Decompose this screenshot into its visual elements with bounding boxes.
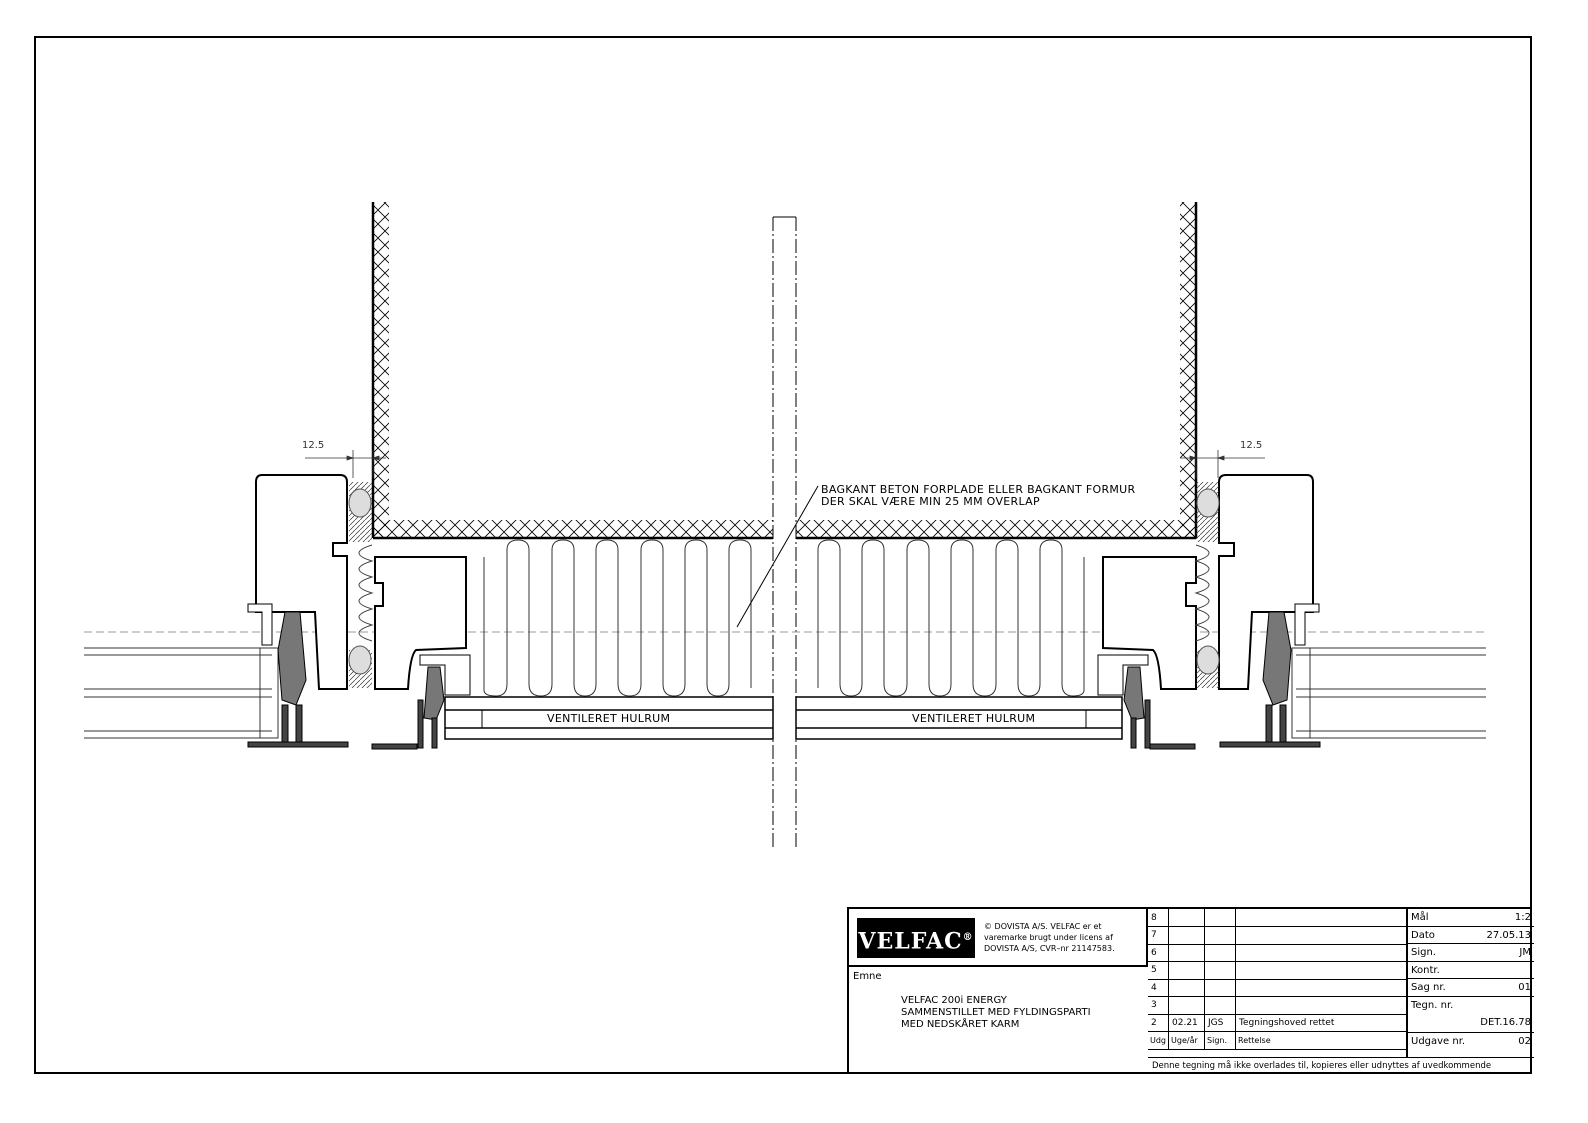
revision-row: 7 bbox=[1148, 926, 1406, 945]
revision-row: 3 bbox=[1148, 996, 1406, 1015]
subject-label: Emne bbox=[853, 971, 882, 982]
ventilated-cavity-left bbox=[444, 696, 774, 740]
note-line-1: BAGKANT BETON FORPLADE ELLER BAGKANT FOR… bbox=[821, 483, 1136, 496]
footer-note: Denne tegning må ikke overlades til, kop… bbox=[1148, 1057, 1534, 1074]
logo-cell: VELFAC® © DOVISTA A/S. VELFAC er et vare… bbox=[849, 909, 1148, 967]
dimension-label-right: 12.5 bbox=[1240, 440, 1263, 451]
revision-row: 6 bbox=[1148, 944, 1406, 962]
velfac-logo: VELFAC® bbox=[857, 918, 975, 958]
subject-text: VELFAC 200i ENERGY SAMMENSTILLET MED FYL… bbox=[901, 995, 1091, 1030]
note-line-2: DER SKAL VÆRE MIN 25 MM OVERLAP bbox=[821, 495, 1040, 508]
glazing-right bbox=[1291, 647, 1486, 739]
right-frame bbox=[1102, 474, 1314, 690]
ventilated-cavity-right bbox=[795, 696, 1123, 740]
sheet-border bbox=[34, 36, 1532, 1074]
leader-line bbox=[736, 485, 819, 628]
cavity-label-right: VENTILERET HULRUM bbox=[912, 712, 1036, 725]
cavity-label-left: VENTILERET HULRUM bbox=[547, 712, 671, 725]
left-frame bbox=[255, 474, 467, 690]
drawing-number-label-row: Tegn. nr. bbox=[1411, 999, 1454, 1011]
edition-row: Udgave nr.02 bbox=[1408, 1031, 1534, 1050]
drawing-number-row: DET.16.78 bbox=[1480, 1017, 1531, 1028]
aluminium-profiles bbox=[247, 603, 1321, 750]
dimension-label-left: 12.5 bbox=[302, 440, 325, 451]
insulation-right bbox=[817, 539, 1085, 697]
sign-row: Sign.JM bbox=[1408, 944, 1534, 962]
dimension-lines bbox=[305, 450, 1265, 478]
glazing-left bbox=[84, 647, 279, 739]
kontr-row: Kontr. bbox=[1408, 962, 1534, 979]
revision-row: 5 bbox=[1148, 961, 1406, 980]
insulation-left bbox=[483, 539, 752, 697]
centre-break-line bbox=[772, 216, 797, 848]
revision-row: 4 bbox=[1148, 979, 1406, 997]
case-number-row: Sag nr.01 bbox=[1408, 979, 1534, 997]
copyright-text: © DOVISTA A/S. VELFAC er et varemarke br… bbox=[984, 922, 1115, 953]
revision-row: 8 bbox=[1148, 909, 1406, 927]
concrete-panel bbox=[371, 202, 1198, 540]
title-block: VELFAC® © DOVISTA A/S. VELFAC er et vare… bbox=[847, 907, 1534, 1074]
